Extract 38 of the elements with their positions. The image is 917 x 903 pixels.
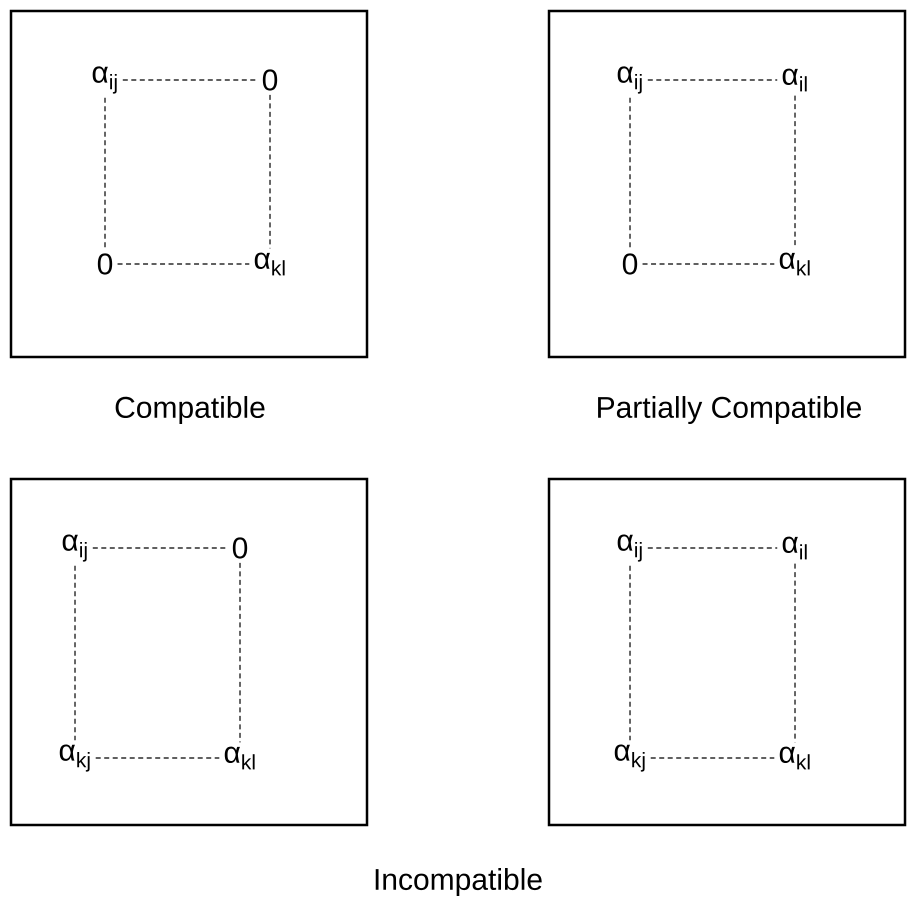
dashed-line: [794, 564, 796, 742]
dashed-line: [629, 98, 631, 250]
frame-box: [10, 10, 368, 358]
dashed-line: [92, 547, 228, 549]
symbol-label: α$_{ij}$: [62, 534, 87, 562]
symbol-label: 0: [262, 69, 278, 91]
dashed-line: [648, 79, 778, 81]
symbol-label: α$_{ij}$: [92, 66, 117, 94]
caption-text: Incompatible: [376, 868, 542, 896]
caption-text: Compatible: [116, 396, 265, 424]
symbol-label: α$_{il}$: [782, 536, 807, 560]
dashed-line: [122, 79, 258, 81]
symbol-label: α$_{kl}$: [224, 746, 255, 770]
dashed-line: [118, 263, 250, 265]
dashed-line: [629, 566, 631, 740]
symbol-label: α$_{il}$: [782, 68, 807, 92]
symbol-label: 0: [98, 253, 112, 275]
dashed-line: [239, 562, 241, 742]
symbol-label: α$_{kl}$: [254, 252, 285, 276]
symbol-label: α$_{ij}$: [618, 66, 642, 94]
frame-box: [548, 10, 906, 358]
frame-box: [10, 478, 368, 826]
dashed-line: [642, 263, 774, 265]
symbol-label: α$_{kl}$: [780, 252, 810, 276]
dashed-line: [104, 98, 106, 250]
dashed-line: [96, 757, 220, 759]
symbol-label: α$_{kj}$: [60, 744, 90, 772]
caption-text: Partially Compatible: [598, 396, 861, 424]
dashed-line: [650, 757, 774, 759]
dashed-line: [74, 566, 76, 740]
frame-box: [548, 478, 906, 826]
symbol-label: α$_{kj}$: [614, 744, 645, 772]
symbol-label: α$_{kl}$: [780, 746, 810, 770]
symbol-label: α$_{ij}$: [618, 534, 642, 562]
symbol-label: 0: [622, 253, 638, 275]
symbol-label: 0: [232, 537, 248, 559]
dashed-line: [648, 547, 778, 549]
dashed-line: [269, 94, 271, 248]
